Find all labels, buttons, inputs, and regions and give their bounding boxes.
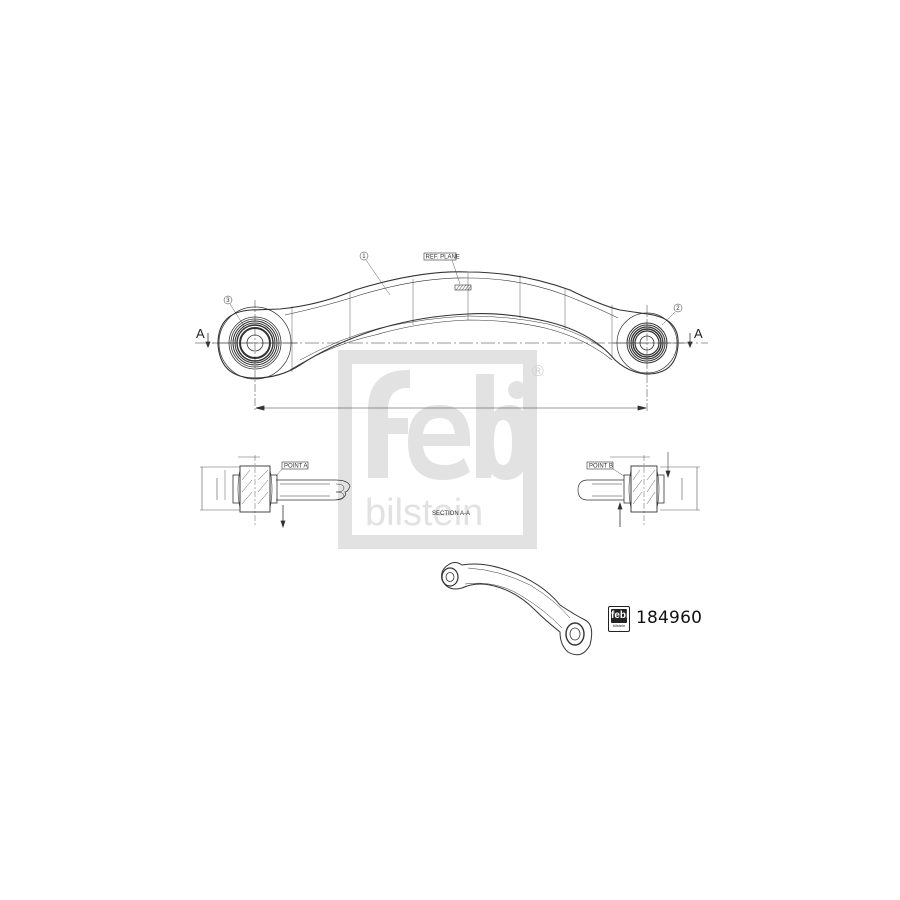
balloon-1: 1: [362, 254, 366, 260]
badge-brand-top: febi: [611, 609, 629, 623]
part-number: 184960: [636, 608, 703, 628]
registered-mark: ®: [532, 363, 544, 380]
section-view-left: [200, 455, 351, 529]
left-bushing: [212, 300, 298, 412]
section-marker-left: A: [196, 326, 205, 341]
balloon-3: 3: [226, 298, 230, 304]
watermark-bilstein: bilstein: [365, 492, 483, 534]
febi-bilstein-logo-badge: febi bilstein: [608, 606, 630, 632]
point-b-label: POINT B: [589, 464, 613, 470]
right-bushing: [610, 305, 684, 412]
balloon-2: 2: [676, 306, 680, 312]
top-view: [195, 251, 708, 412]
febi-bilstein-watermark: bilstein: [338, 350, 537, 549]
isometric-view: [441, 562, 593, 656]
section-label: SECTION A-A: [432, 511, 470, 517]
ref-plane-label: REF. PLANE: [426, 255, 460, 261]
point-a-label: POINT A: [284, 464, 308, 470]
section-marker-right: A: [694, 326, 703, 341]
section-view-right: [577, 452, 700, 527]
badge-brand-bottom: bilstein: [612, 623, 626, 628]
